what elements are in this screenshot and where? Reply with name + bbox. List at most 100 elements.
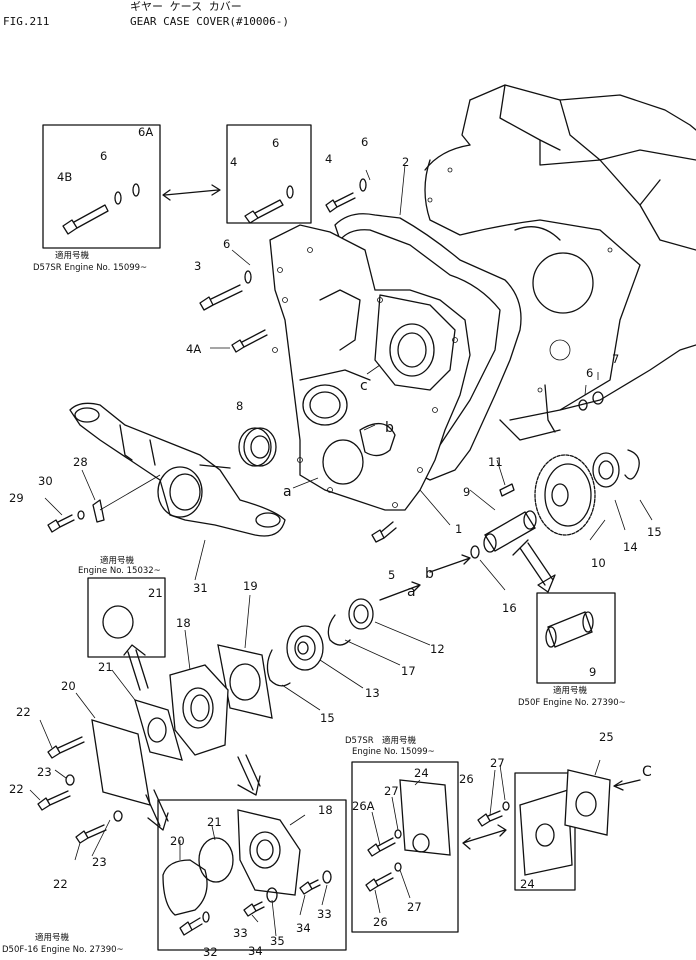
- washer-33b: [322, 870, 332, 884]
- bolt-34a: [243, 901, 265, 917]
- callout-18-a: 18: [176, 616, 191, 630]
- key-11: [499, 483, 515, 497]
- callout-8: 8: [236, 399, 243, 413]
- callout-26: 26: [459, 772, 474, 786]
- gear-case-cover: [269, 224, 471, 511]
- callout-6-box1: 6: [100, 149, 107, 163]
- callout-21-a: 21: [148, 586, 163, 600]
- callout-6-a: 6: [361, 135, 368, 149]
- callout-30: 30: [38, 474, 53, 488]
- callout-23-b: 23: [92, 855, 107, 869]
- arrow-to-shaft-detail: [512, 539, 556, 593]
- arrow-b: [429, 554, 471, 573]
- callout-1: 1: [455, 522, 462, 536]
- bolt-4-box-drawing: [244, 185, 294, 224]
- callout-4: 4: [325, 152, 332, 166]
- callout-a2: a: [407, 584, 416, 600]
- callout-27-a: 27: [490, 756, 505, 770]
- callout-21-b: 21: [98, 660, 113, 674]
- callout-6A-box: 6A: [138, 125, 153, 139]
- gasket-21b: [134, 699, 183, 761]
- arrow-a: [379, 581, 421, 601]
- callout-25: 25: [599, 730, 614, 744]
- title-kana: ギヤー ケース カバー: [130, 0, 242, 13]
- callout-c: c: [360, 378, 368, 394]
- bolt-29: [47, 514, 75, 533]
- arrow-up-18: [123, 644, 149, 691]
- callout-9-b: 9: [589, 665, 596, 679]
- callout-22-a: 22: [16, 705, 31, 719]
- washer-16: [470, 545, 480, 559]
- callout-2: 2: [402, 155, 409, 169]
- callout-10: 10: [591, 556, 606, 570]
- callout-13: 13: [365, 686, 380, 700]
- bolt-22b: [37, 790, 71, 811]
- callout-12: 12: [430, 642, 445, 656]
- callout-34-b: 34: [248, 944, 263, 958]
- callout-15-a: 15: [647, 525, 662, 539]
- bearing-housing-18: [169, 664, 229, 756]
- note-d57sr-bottom-model: D57SR: [345, 736, 374, 746]
- bearing-housing-18b: [237, 809, 301, 896]
- callout-b: b: [385, 420, 394, 436]
- gasket-25: [564, 769, 611, 836]
- callout-4A: 4A: [186, 342, 201, 356]
- callout-4B: 4B: [57, 170, 72, 184]
- bracket-31: [69, 402, 286, 537]
- callout-6-b: 6: [223, 237, 230, 251]
- shaft-9-detail: [545, 611, 594, 648]
- bolt-26A: [367, 837, 396, 857]
- arrow-down-18: [237, 754, 261, 796]
- callout-22-c: 22: [53, 877, 68, 891]
- o-ring-21: [102, 605, 134, 639]
- callout-26-b: 26: [373, 915, 388, 929]
- shaft-detail-box: [536, 592, 616, 684]
- callout-35: 35: [270, 934, 285, 948]
- callout-28: 28: [73, 455, 88, 469]
- callout-34-a: 34: [296, 921, 311, 935]
- arrow-C: [613, 779, 641, 791]
- snap-ring-15b: [266, 649, 291, 687]
- gasket-outline: [334, 213, 522, 481]
- bolt-3: [199, 284, 243, 311]
- note-applicable-jp-3: 適用号機: [553, 685, 588, 696]
- reference-box-d57sr: [42, 124, 161, 249]
- callout-23-a: 23: [37, 765, 52, 779]
- callout-18-b: 18: [318, 803, 333, 817]
- cover-24b-box: [514, 772, 576, 891]
- oring-box: [87, 577, 166, 658]
- bolt-34b: [299, 879, 321, 895]
- washer-6: [359, 178, 367, 192]
- bearing-13: [286, 625, 324, 671]
- bolt-22c: [75, 824, 107, 844]
- note-d57sr-top: D57SR Engine No. 15099~: [33, 263, 147, 273]
- callout-27-b: 27: [384, 784, 399, 798]
- callout-24-a: 24: [414, 766, 429, 780]
- callout-C: C: [642, 764, 652, 780]
- washer-23a: [65, 774, 75, 786]
- note-applicable-jp-1: 適用号機: [55, 250, 90, 261]
- callout-21-c: 21: [207, 815, 222, 829]
- snap-ring-15: [624, 449, 640, 480]
- callout-32: 32: [203, 945, 218, 959]
- seal-12: [348, 598, 374, 630]
- bolt-22a: [47, 736, 85, 759]
- double-arrow-top: [162, 184, 221, 201]
- washer-27: [502, 801, 510, 811]
- note-applicable-jp-5: 適用号機: [35, 932, 70, 943]
- callout-9: 9: [463, 485, 470, 499]
- shaft-9: [483, 510, 537, 553]
- washer-6b: [244, 270, 252, 284]
- washer-27c: [394, 862, 402, 872]
- callout-33-b: 33: [317, 907, 332, 921]
- reference-box-bolt-4: [226, 124, 312, 224]
- bolt-32: [179, 917, 203, 936]
- note-d57sr-bottom-engine: Engine No. 15099~: [352, 747, 435, 757]
- washer-33a: [202, 911, 210, 923]
- bolt-4: [325, 192, 356, 213]
- bolt-26: [477, 810, 503, 827]
- callout-33-a: 33: [233, 926, 248, 940]
